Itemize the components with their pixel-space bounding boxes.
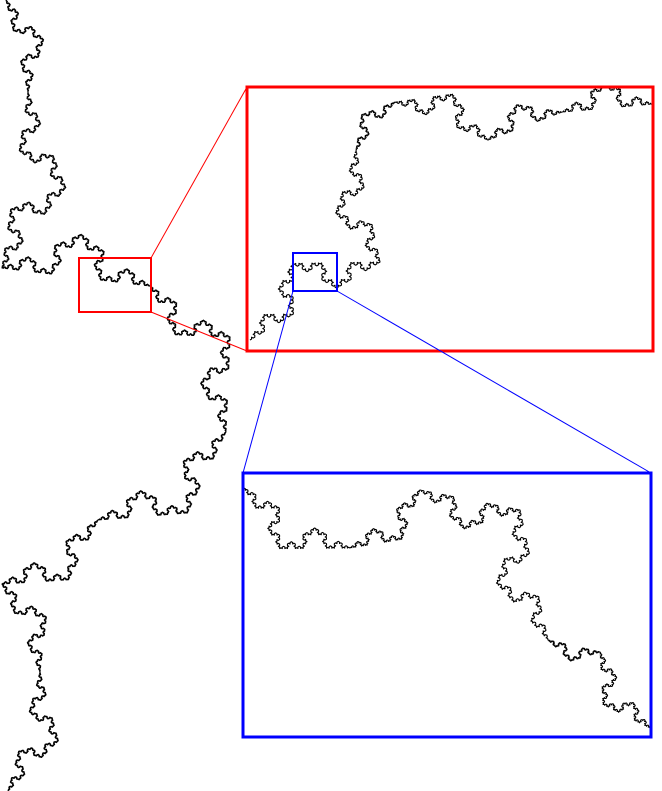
koch-curve-main bbox=[1, 0, 231, 791]
zoom-2-connector-left bbox=[242, 290, 294, 474]
zoom-2-marker-box bbox=[292, 252, 338, 292]
zoom-2-panel bbox=[241, 471, 653, 739]
zoom-1-connector-top bbox=[150, 86, 248, 259]
zoom-1-connector-bottom bbox=[150, 311, 248, 352]
koch-curve-zoom-2 bbox=[244, 487, 650, 729]
zoom-2-connector-right bbox=[336, 290, 652, 474]
zoom-1-marker-box bbox=[78, 257, 152, 313]
zoom-1-panel bbox=[245, 85, 655, 353]
koch-curve-zoom-1 bbox=[249, 88, 652, 341]
